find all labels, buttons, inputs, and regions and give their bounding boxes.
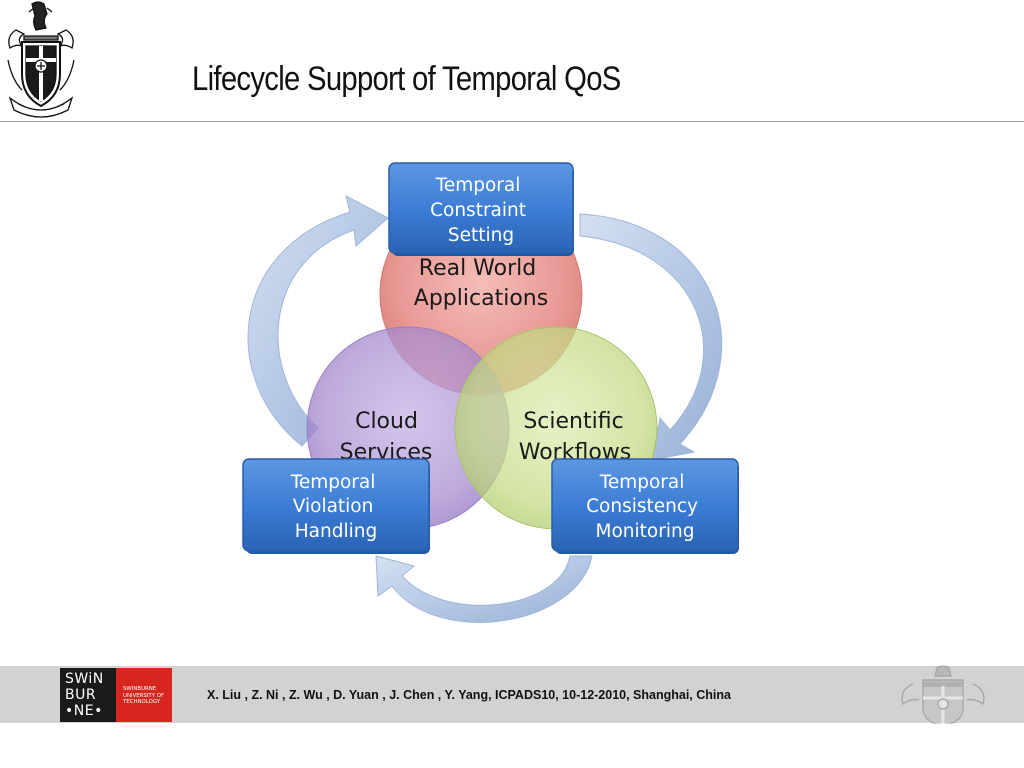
wordmark-line-2: BUR [65,687,97,703]
circle-label-real-world-2: Applications [414,286,548,311]
cycle-arrows [247,195,723,623]
box-setting-line-3: Setting [448,225,514,246]
slide-title: Lifecycle Support of Temporal QoS [192,60,621,98]
svg-text:Real World Application: Real World Applications [414,256,548,311]
box-handling-line-2: Violation [293,496,374,517]
swinburne-caption: SWINBURNE UNIVERSITY OF TECHNOLOGY [116,668,172,722]
svg-text:Temporal Violation: Temporal Violation Handling [290,472,382,542]
box-handling-line-3: Handling [295,521,377,542]
box-monitoring-line-1: Temporal [599,472,685,493]
faded-crest-icon [901,665,985,724]
box-temporal-constraint-setting: Temporal Constraint Setting [388,162,574,256]
wordmark-line-3: •NE• [65,703,103,719]
svg-text:Temporal Constraint: Temporal Constraint Setting [430,175,532,246]
box-temporal-consistency-monitoring: Temporal Consistency Monitoring [551,458,739,554]
university-crest-logo [7,1,75,118]
circle-label-cloud-1: Cloud [355,409,418,434]
footer-citation: X. Liu , Z. Ni , Z. Wu , D. Yuan , J. Ch… [207,688,731,702]
swinburne-wordmark: SWiN BUR •NE• [60,668,116,722]
lifecycle-boxes: Temporal Constraint Setting Temporal Vio… [242,162,739,554]
svg-text:Scientific Workflows: Scientific Workflows [519,409,631,465]
footer-bottom-strip [0,723,1024,768]
title-divider [0,121,1024,122]
arrow-setting-to-monitoring [579,213,723,461]
wordmark-line-1: SWiN [65,671,104,687]
circle-label-scientific-1: Scientific [523,409,623,434]
box-handling-line-1: Temporal [290,472,376,493]
svg-text:Temporal Consistency: Temporal Consistency Monitoring [586,472,704,542]
box-setting-line-2: Constraint [430,200,526,221]
box-setting-line-1: Temporal [435,175,521,196]
arrow-monitoring-to-handling [375,555,593,623]
circle-label-real-world-1: Real World [419,256,536,281]
box-monitoring-line-3: Monitoring [596,521,695,542]
box-monitoring-line-2: Consistency [586,496,698,517]
swinburne-logo: SWiN BUR •NE• SWINBURNE UNIVERSITY OF TE… [60,668,172,722]
arrow-handling-to-setting [247,195,389,447]
box-temporal-violation-handling: Temporal Violation Handling [242,458,430,554]
